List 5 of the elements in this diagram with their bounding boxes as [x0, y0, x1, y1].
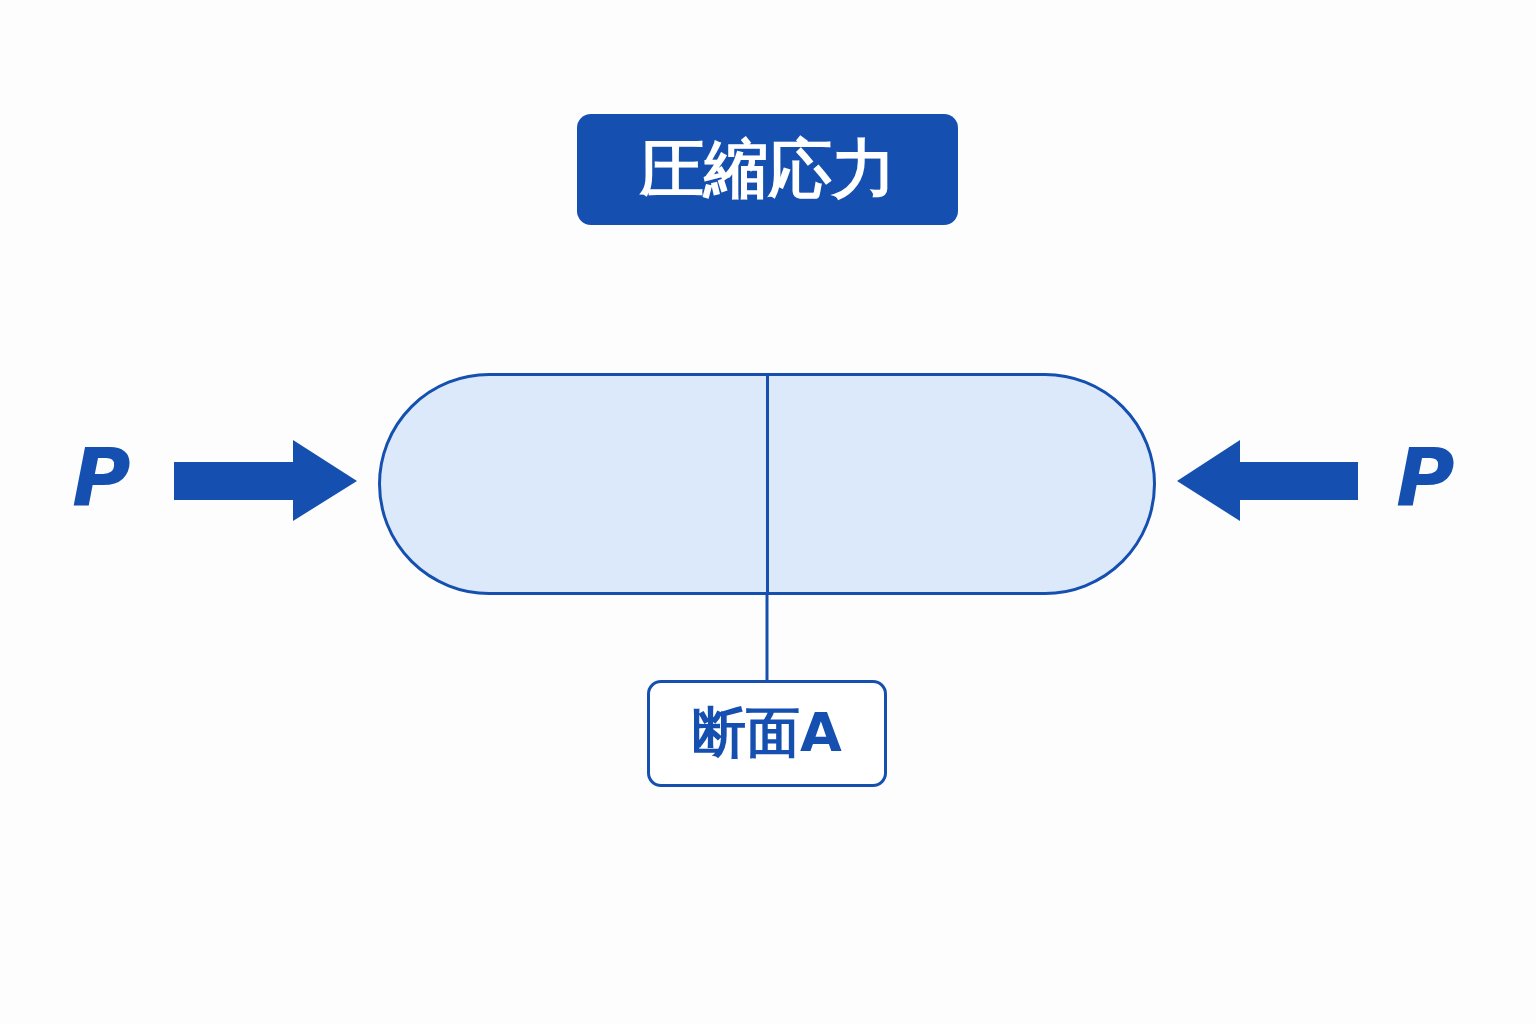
label-box: 断面A [647, 680, 887, 787]
title-banner: 圧縮応力 [577, 114, 958, 225]
force-label: P [72, 438, 131, 518]
section-line [766, 376, 769, 592]
force-label: P [1396, 438, 1455, 518]
